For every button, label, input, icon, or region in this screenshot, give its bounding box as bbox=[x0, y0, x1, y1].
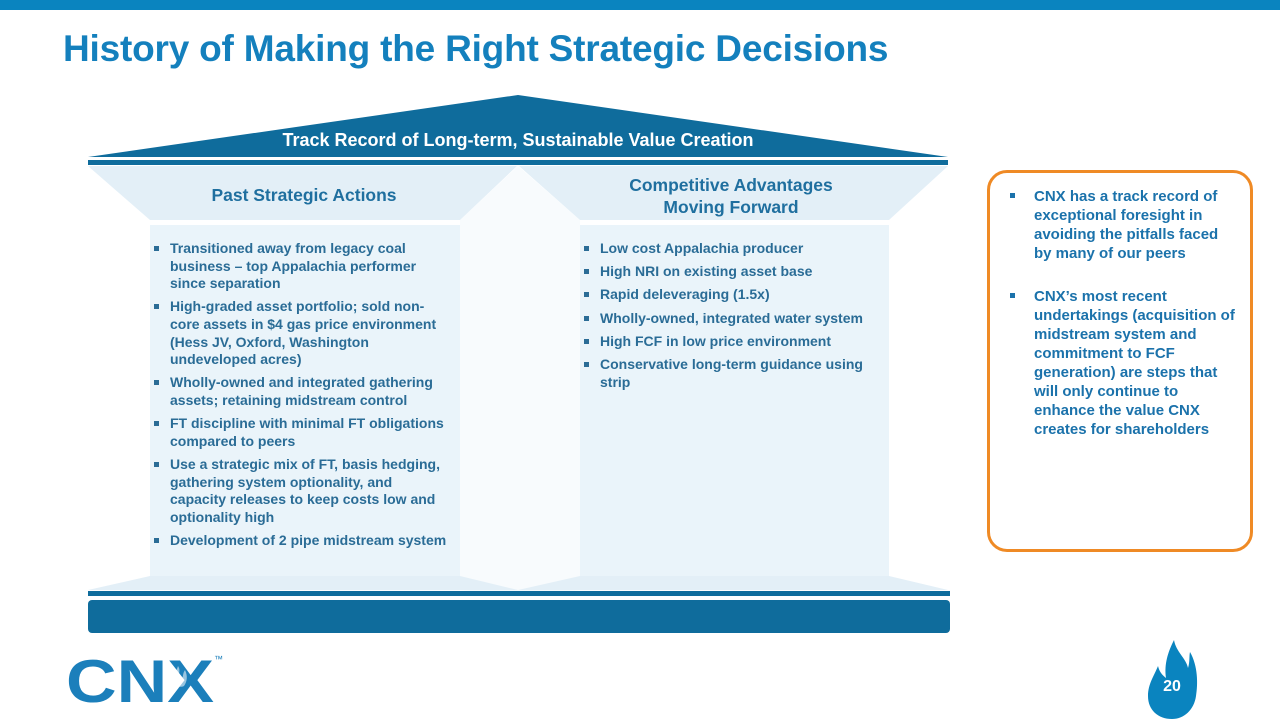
list-item: Wholly-owned, integrated water system bbox=[582, 310, 882, 328]
list-item: High-graded asset portfolio; sold non-co… bbox=[152, 298, 450, 368]
list-item: Development of 2 pipe midstream system bbox=[152, 532, 450, 550]
competitive-advantages-list-container: Low cost Appalachia producer High NRI on… bbox=[582, 240, 882, 397]
foundation-line bbox=[88, 591, 950, 596]
foundation bbox=[88, 600, 950, 633]
callout-box: CNX has a track record of exceptional fo… bbox=[987, 170, 1253, 552]
top-accent-bar bbox=[0, 0, 1280, 10]
callout-item: CNX’s most recent undertakings (acquisit… bbox=[990, 287, 1238, 439]
left-pillar bbox=[150, 225, 460, 578]
past-actions-list: Transitioned away from legacy coal busin… bbox=[152, 240, 450, 549]
logo-trademark: ™ bbox=[214, 654, 223, 664]
page-number-badge: 20 bbox=[1146, 640, 1198, 720]
list-item: Conservative long-term guidance using st… bbox=[582, 356, 882, 391]
left-capital bbox=[88, 166, 517, 220]
list-item: Wholly-owned and integrated gathering as… bbox=[152, 374, 450, 409]
pillar-header-line-1: Competitive Advantages bbox=[629, 175, 833, 195]
roof-beam bbox=[88, 160, 948, 165]
list-item: FT discipline with minimal FT obligation… bbox=[152, 415, 450, 450]
callout-list: CNX has a track record of exceptional fo… bbox=[990, 173, 1250, 439]
right-pillar bbox=[580, 225, 889, 578]
pillar-header-line-2: Moving Forward bbox=[663, 197, 799, 217]
left-base bbox=[88, 576, 518, 590]
logo-flame-icon bbox=[174, 666, 187, 687]
page-number: 20 bbox=[1163, 678, 1181, 695]
pillar-header-past-actions: Past Strategic Actions bbox=[150, 184, 458, 206]
pillar-header-text: Past Strategic Actions bbox=[211, 185, 397, 205]
page-title: History of Making the Right Strategic De… bbox=[63, 28, 889, 69]
cnx-logo: CNX ™ bbox=[66, 652, 223, 704]
list-item: High FCF in low price environment bbox=[582, 333, 882, 351]
callout-item: CNX has a track record of exceptional fo… bbox=[990, 187, 1238, 263]
list-item: Use a strategic mix of FT, basis hedging… bbox=[152, 456, 450, 526]
pillar-header-competitive-advantages: Competitive Advantages Moving Forward bbox=[580, 174, 882, 218]
past-actions-list-container: Transitioned away from legacy coal busin… bbox=[152, 240, 450, 555]
list-item: Low cost Appalachia producer bbox=[582, 240, 882, 258]
list-item: High NRI on existing asset base bbox=[582, 263, 882, 281]
right-base bbox=[518, 576, 948, 590]
competitive-advantages-list: Low cost Appalachia producer High NRI on… bbox=[582, 240, 882, 391]
flame-icon bbox=[1148, 640, 1198, 719]
roof-label: Track Record of Long-term, Sustainable V… bbox=[282, 130, 754, 150]
right-capital bbox=[519, 166, 948, 220]
logo-text: CNX bbox=[66, 652, 214, 704]
list-item: Transitioned away from legacy coal busin… bbox=[152, 240, 450, 293]
roof bbox=[88, 95, 948, 157]
list-item: Rapid deleveraging (1.5x) bbox=[582, 286, 882, 304]
